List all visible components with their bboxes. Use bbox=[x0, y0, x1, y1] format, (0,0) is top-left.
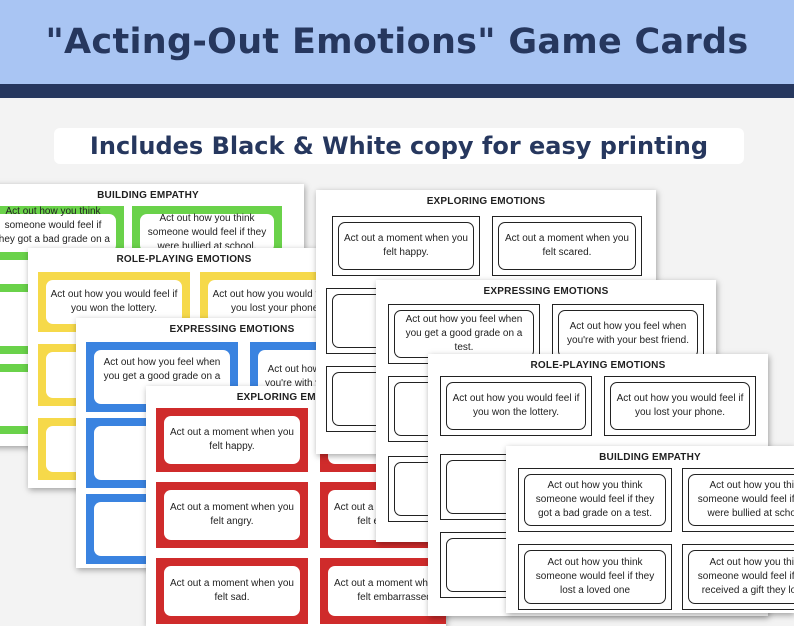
card-text: Act out how you would feel if you won th… bbox=[446, 382, 586, 430]
sheet-title: ROLE-PLAYING EMOTIONS bbox=[116, 254, 252, 265]
card-bw-exploring-2: Act out a moment when you felt scared. bbox=[492, 216, 642, 276]
card-text: Act out a moment when you felt sad. bbox=[164, 566, 300, 616]
title-banner: "Acting-Out Emotions" Game Cards bbox=[0, 0, 794, 84]
card-text: Act out how you think someone would feel… bbox=[688, 550, 794, 604]
card-bw-empathy-2: Act out how you think someone would feel… bbox=[682, 468, 794, 532]
card-exploring-1: Act out a moment when you felt happy. bbox=[156, 408, 308, 472]
subtitle-label: Includes Black & White copy for easy pri… bbox=[54, 128, 744, 164]
sheet-title: BUILDING EMPATHY bbox=[97, 190, 199, 201]
card-text: Act out how you think someone would feel… bbox=[524, 474, 666, 526]
card-bw-exploring-1: Act out a moment when you felt happy. bbox=[332, 216, 480, 276]
card-exploring-3: Act out a moment when you felt angry. bbox=[156, 482, 308, 548]
sheet-title: EXPRESSING EMOTIONS bbox=[169, 324, 295, 335]
card-bw-empathy-4: Act out how you think someone would feel… bbox=[682, 544, 794, 610]
card-bw-empathy-1: Act out how you think someone would feel… bbox=[518, 468, 672, 532]
sheet-title: EXPRESSING EMOTIONS bbox=[483, 286, 609, 297]
card-text: Act out a moment when you felt happy. bbox=[338, 222, 474, 270]
card-text: Act out how you think someone would feel… bbox=[140, 213, 274, 252]
card-text: Act out how you think someone would feel… bbox=[688, 474, 794, 526]
card-bw-roleplay-2: Act out how you would feel if you lost y… bbox=[604, 376, 756, 436]
card-text: Act out a moment when you felt angry. bbox=[164, 490, 300, 540]
card-text: Act out a moment when you felt happy. bbox=[164, 416, 300, 464]
card-text: Act out a moment when you felt embarrass… bbox=[328, 566, 446, 616]
card-text: Act out how you think someone would feel… bbox=[0, 206, 116, 259]
card-text: Act out how you feel when you get a good… bbox=[394, 310, 534, 358]
card-bw-roleplay-1: Act out how you would feel if you won th… bbox=[440, 376, 592, 436]
card-exploring-6: Act out a moment when you felt embarrass… bbox=[320, 558, 446, 624]
card-text: Act out how you think someone would feel… bbox=[524, 550, 666, 604]
sheet-title: EXPLORING EMOTIONS bbox=[426, 196, 546, 207]
banner-divider bbox=[0, 84, 794, 98]
sheet-building-empathy-bw: BUILDING EMPATHY Act out how you think s… bbox=[506, 446, 794, 613]
card-bw-empathy-3: Act out how you think someone would feel… bbox=[518, 544, 672, 610]
sheet-title: ROLE-PLAYING EMOTIONS bbox=[530, 360, 666, 371]
card-exploring-5: Act out a moment when you felt sad. bbox=[156, 558, 308, 624]
card-text: Act out a moment when you felt scared. bbox=[498, 222, 636, 270]
sheet-title: BUILDING EMPATHY bbox=[599, 452, 701, 463]
card-text: Act out how you feel when you're with yo… bbox=[558, 310, 698, 358]
sheet-title: EXPLORING EMOTIONS bbox=[236, 392, 356, 403]
card-text: Act out how you would feel if you won th… bbox=[46, 280, 182, 324]
page-title: "Acting-Out Emotions" Game Cards bbox=[45, 22, 749, 62]
card-text: Act out how you would feel if you lost y… bbox=[610, 382, 750, 430]
